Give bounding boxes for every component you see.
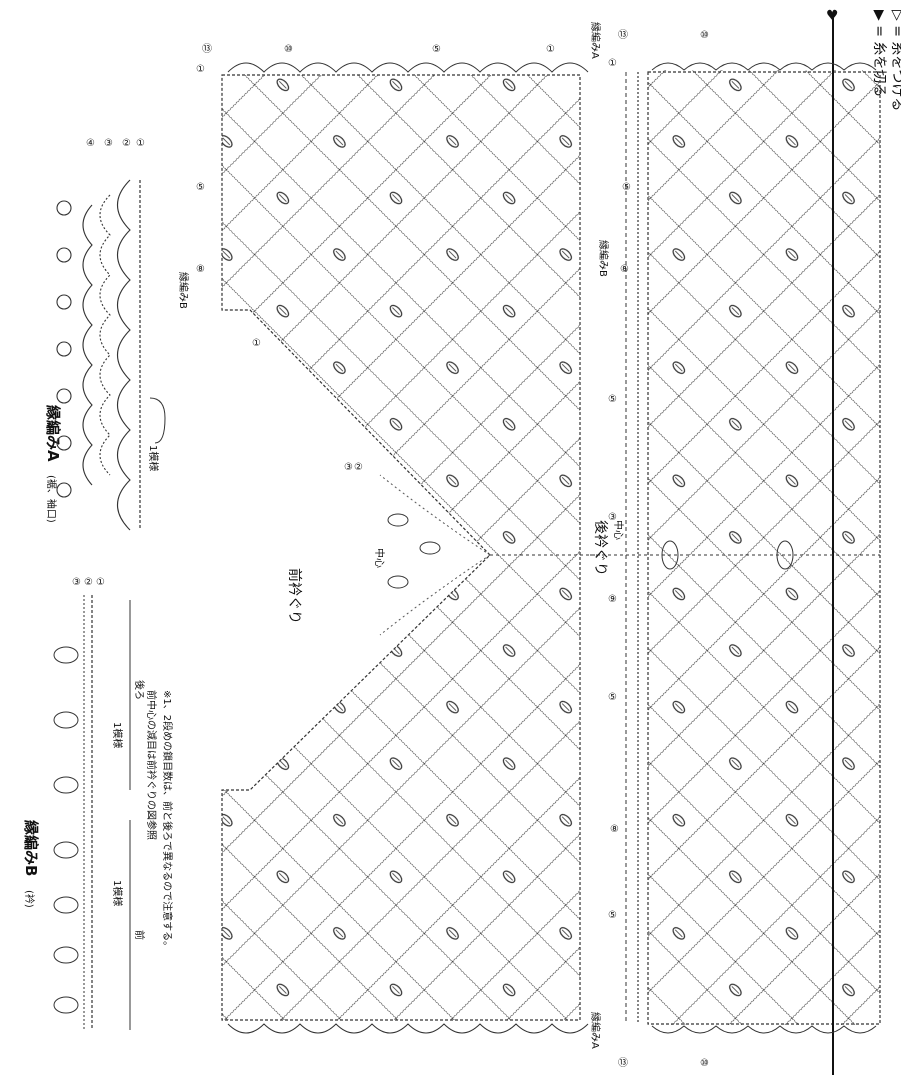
row-marker-5-top: ⑤ <box>432 44 441 55</box>
edge-b-row-numbers: ③ ② ① <box>72 577 105 588</box>
edge-b-row-1: ① <box>96 577 105 588</box>
edge-a-label-bottom: 縁編みA <box>589 1012 602 1049</box>
edge-a-bobbles <box>56 200 72 498</box>
row-marker-3-back: ③ <box>608 512 617 523</box>
row-marker-3-neck: ③ <box>344 462 353 473</box>
edge-a-label-top: 縁編みA <box>589 22 602 59</box>
edge-a-title: 縁編みA <box>44 405 62 462</box>
row-marker-5-back: ⑤ <box>622 182 631 193</box>
edge-b-row-2-num: ② <box>84 577 93 588</box>
edge-a-title-note: (裾、袖口) <box>45 475 58 523</box>
row-marker-10-back: ⑩ <box>700 30 709 41</box>
back-bottom-edge <box>651 1025 877 1034</box>
edge-a-row-4: ④ <box>86 138 95 149</box>
back-center-label: 中心 <box>612 520 625 540</box>
edge-a-row-1: ① <box>136 138 145 149</box>
front-body-chart <box>221 62 600 1034</box>
row-marker-5-back-low: ⑤ <box>608 692 617 703</box>
back-neckline-label: 後衿ぐり <box>592 520 608 576</box>
edge-b-repeat-back: 1模様 <box>111 722 124 748</box>
edge-a-repeat-label: 1模様 <box>147 445 160 471</box>
row-marker-5-left: ⑤ <box>196 182 205 193</box>
edge-b-label-front: 縁編みB <box>177 272 190 309</box>
edge-b-note-1: ※1、2段めの鎖目数は、前と後ろで異なるので注意する。 <box>161 690 174 951</box>
front-bottom-edge <box>227 1023 589 1034</box>
edge-b-front-label: 前 <box>133 930 146 940</box>
back-top-edge <box>651 62 877 71</box>
row-marker-8-back-low: ⑧ <box>610 824 619 835</box>
edge-b-label-back: 縁編みB <box>597 240 610 277</box>
row-marker-13-top: ⑬ <box>202 43 212 55</box>
edge-a-section: 縁編みA (裾、袖口) ④ ③ ② ① 1模様 <box>44 138 166 531</box>
row-markers: ⑬ ⑩ ⑤ ① ① ⑤ ⑧ ① ③ ② ⑬ ⑩ ① ⑤ ⑧ ⑤ ③ ⑨ ⑤ ⑧ … <box>196 29 709 1069</box>
row-marker-1-neck: ① <box>252 338 261 349</box>
edge-b-section: 縁編みB (衿) ③ ② ① 1模様 1模様 前 後ろ <box>22 577 174 1030</box>
edge-a-row-numbers: ④ ③ ② ① <box>86 138 145 149</box>
legend: ▷ = 糸をつける ▶ = 糸を切る <box>871 10 901 111</box>
edge-b-title: 縁編みB <box>22 820 40 876</box>
edge-b-row-3: ③ <box>72 577 81 588</box>
edge-b-back-label: 後ろ <box>133 680 146 700</box>
edge-a-arches <box>82 179 131 531</box>
edge-a-row-2: ② <box>122 138 131 149</box>
edge-b-shells <box>53 646 79 1014</box>
row-marker-2-neck: ② <box>354 462 363 473</box>
row-marker-13-back: ⑬ <box>618 29 628 41</box>
row-marker-5-back-mid: ⑤ <box>608 394 617 405</box>
edge-b-title-note: (衿) <box>23 890 36 908</box>
row-marker-1-left: ① <box>196 64 205 75</box>
row-marker-10-bottom: ⑩ <box>700 1058 709 1069</box>
row-marker-1-back: ① <box>608 58 617 69</box>
edge-a-repeat-brace <box>149 397 166 444</box>
row-marker-10-top: ⑩ <box>284 44 293 55</box>
front-top-edge <box>227 62 589 73</box>
legend-attach: ▷ = 糸をつける <box>889 10 901 111</box>
row-marker-9-back: ⑨ <box>608 594 617 605</box>
heart-icon: ♥ <box>826 8 839 24</box>
back-body-chart <box>590 18 881 1075</box>
row-marker-8-left: ⑧ <box>196 264 205 275</box>
front-neckline-label: 前衿ぐり <box>286 568 303 624</box>
row-marker-5-back-bottom: ⑤ <box>608 910 617 921</box>
row-marker-1-top: ① <box>546 44 555 55</box>
edge-b-repeat-front: 1模様 <box>111 880 124 906</box>
row-marker-13-bottom: ⑬ <box>618 1057 628 1069</box>
row-marker-8-back: ⑧ <box>620 264 629 275</box>
edge-a-row-3: ③ <box>104 138 113 149</box>
front-center-label: 中心 <box>373 548 386 568</box>
edge-b-note-2: 前中心の減目は前衿ぐりの図参照 <box>145 690 158 840</box>
